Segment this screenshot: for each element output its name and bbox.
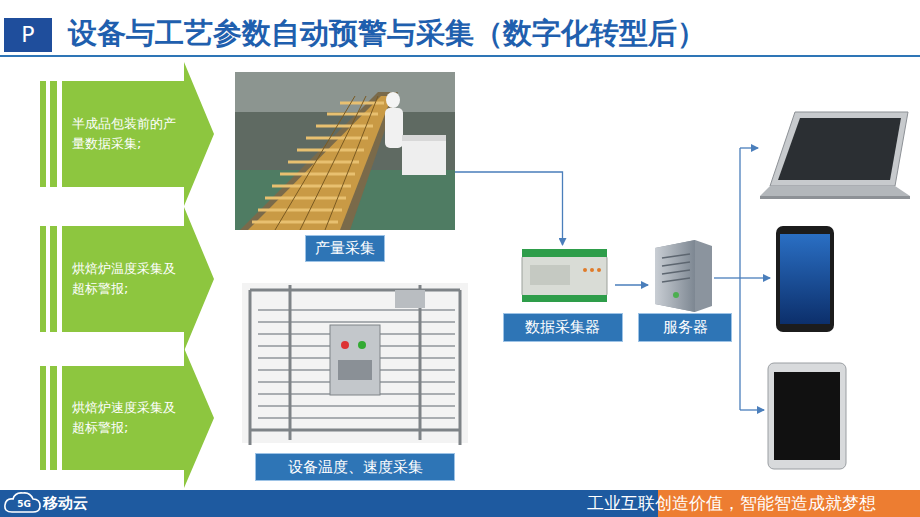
cloud-logo	[5, 493, 40, 512]
section-letter: P	[4, 18, 52, 52]
data-collector-device	[522, 249, 607, 302]
side-bars	[40, 81, 57, 470]
arrow-caption: 半成品包装前的产量数据采集;	[72, 114, 184, 154]
logo-mark: 5G	[11, 497, 37, 511]
server-tower	[655, 240, 712, 312]
production-photo	[235, 72, 455, 230]
arrow-caption: 烘焙炉速度采集及超标警报;	[72, 398, 184, 438]
arrow-caption: 烘焙炉温度采集及超标警报;	[72, 259, 184, 299]
collection-stage: 设备温度、速度采集	[240, 275, 470, 481]
chevron-arrow: 烘焙炉温度采集及超标警报;	[62, 207, 214, 351]
phone-icon	[776, 226, 834, 332]
header-rule	[0, 55, 920, 57]
caption-box: 数据采集器	[503, 313, 623, 342]
flow-arrow	[615, 284, 648, 285]
footer-bar	[0, 490, 920, 517]
slogan: 工业互联创造价值，智能智造成就梦想	[587, 492, 876, 514]
caption-box: 服务器	[638, 313, 732, 342]
caption-box: 产量采集	[305, 235, 385, 262]
collection-stage: 产量采集	[235, 72, 455, 262]
tablet-icon	[768, 363, 846, 469]
distribution-arrows	[714, 148, 770, 410]
spiral-oven	[242, 283, 468, 445]
caption-box: 设备温度、速度采集	[255, 453, 455, 481]
slide-title: 设备与工艺参数自动预警与采集（数字化转型后）	[68, 14, 706, 52]
chevron-shape	[62, 207, 214, 351]
collection-stage: 数据采集器	[510, 245, 615, 342]
chevron-arrow: 半成品包装前的产量数据采集;	[62, 62, 214, 206]
chevron-fill	[62, 207, 214, 351]
chevron-arrow: 烘焙炉速度采集及超标警报;	[62, 348, 214, 488]
chevron-shape	[62, 348, 214, 488]
flow-arrow	[455, 172, 563, 245]
chevron-fill	[62, 62, 214, 206]
laptop-icon	[760, 112, 910, 199]
chevron-fill	[62, 348, 214, 488]
brand-name: 移动云	[43, 492, 88, 514]
collection-stage: 服务器	[648, 238, 722, 342]
chevron-shape	[62, 62, 214, 206]
header-square	[4, 18, 52, 52]
